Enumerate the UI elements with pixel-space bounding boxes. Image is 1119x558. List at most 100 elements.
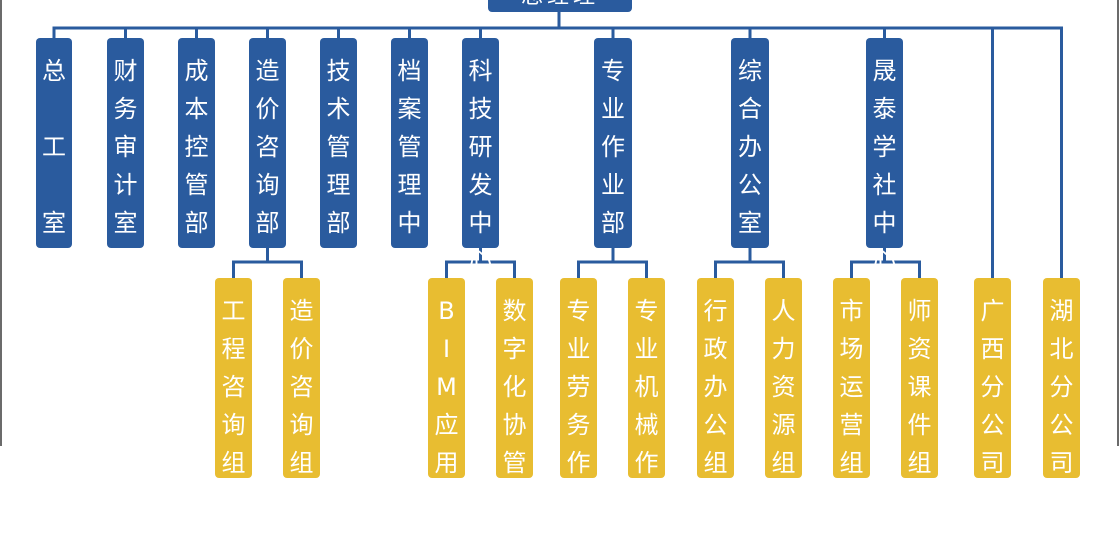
node-char: 心 <box>468 247 493 275</box>
node-char: 字 <box>502 335 527 363</box>
node-char: 询 <box>289 411 314 439</box>
node-char: 专 <box>566 297 591 325</box>
node-char: 控 <box>184 133 209 161</box>
sub-unit-node-s1: 工程咨询组 <box>215 278 252 478</box>
node-char: 场 <box>839 335 864 363</box>
node-char: 作 <box>601 133 625 161</box>
node-char: 案 <box>397 95 422 123</box>
node-char: 技 <box>326 57 351 85</box>
node-char: 部 <box>326 209 351 237</box>
department-node-d1: 总工室 <box>36 38 72 248</box>
node-char: 研 <box>468 133 493 161</box>
node-char: 成 <box>184 57 209 85</box>
node-char: 专 <box>601 57 625 85</box>
node-char: 心 <box>397 247 422 275</box>
node-char: 公 <box>1049 411 1074 439</box>
node-char: 人 <box>771 297 796 325</box>
department-node-d10: 晟泰学社中心 <box>866 38 903 275</box>
sub-unit-node-s5: 专业劳务作业队 <box>560 278 597 553</box>
department-node-d4: 造价咨询部 <box>249 38 286 248</box>
node-char: 管 <box>184 171 209 199</box>
node-char: 业 <box>566 335 591 363</box>
node-char: I <box>442 335 451 363</box>
node-char: 分 <box>1049 373 1074 401</box>
node-char: 专 <box>634 297 659 325</box>
node-char: 技 <box>468 95 493 123</box>
department-node-d5: 技术管理部 <box>320 38 357 248</box>
node-char: 司 <box>1049 449 1074 477</box>
node-char: 价 <box>255 95 280 123</box>
node-char: 咨 <box>289 373 314 401</box>
sub-unit-node-s9: 市场运营组 <box>833 278 870 478</box>
node-char: 营 <box>839 411 864 439</box>
node-char: 部 <box>601 209 625 237</box>
node-char: 造 <box>255 57 280 85</box>
sub-unit-node-s8: 人力资源组 <box>765 278 802 478</box>
node-char: 市 <box>839 297 864 325</box>
node-char: 财 <box>113 57 138 85</box>
node-char: 协 <box>502 411 527 439</box>
node-char: 社 <box>872 171 897 199</box>
department-node-d7: 科技研发中心 <box>462 38 499 275</box>
node-char: 源 <box>771 411 796 439</box>
node-char: 发 <box>468 171 493 199</box>
node-char: 组 <box>434 487 459 515</box>
node-char: 分 <box>980 373 1005 401</box>
node-char: 组 <box>289 449 314 477</box>
node-char: 化 <box>502 373 527 401</box>
node-char: 队 <box>566 525 591 553</box>
sub-unit-node-s7: 行政办公组 <box>697 278 734 478</box>
node-char: 业 <box>634 335 659 363</box>
node-char: 综 <box>738 57 762 85</box>
node-char: 队 <box>634 525 659 553</box>
node-char: 合 <box>738 95 762 123</box>
node-char: 本 <box>184 95 209 123</box>
node-char: 学 <box>872 133 897 161</box>
sub-unit-node-s11: 广西分公司 <box>974 278 1011 478</box>
node-char: 务 <box>113 95 138 123</box>
node-char: 西 <box>980 335 1005 363</box>
node-char: 组 <box>907 449 932 477</box>
node-char: 组 <box>839 449 864 477</box>
node-char: 询 <box>255 171 280 199</box>
node-char: B <box>438 297 455 325</box>
node-char: 作 <box>566 449 591 477</box>
node-char: 部 <box>255 209 280 237</box>
department-node-d9: 综合办公室 <box>731 38 769 248</box>
node-char: 机 <box>634 373 659 401</box>
node-char: 部 <box>502 487 527 515</box>
department-node-d6: 档案管理中心 <box>391 38 428 275</box>
node-char: 室 <box>738 209 762 237</box>
node-char: 部 <box>184 209 209 237</box>
node-char: 科 <box>468 57 493 85</box>
sub-unit-node-s12: 湖北分公司 <box>1043 278 1080 478</box>
node-char: 理 <box>397 171 422 199</box>
department-node-d2: 财务审计室 <box>107 38 144 248</box>
node-char: 总 <box>42 57 66 85</box>
node-char: 资 <box>771 373 796 401</box>
sub-unit-node-s4: 数字化协管部 <box>496 278 533 515</box>
root-node-general-manager: 总经理 <box>488 0 632 12</box>
node-char: 中 <box>872 209 897 237</box>
node-char: 湖 <box>1049 297 1074 325</box>
node-char: 务 <box>566 411 591 439</box>
node-char: 程 <box>221 335 246 363</box>
node-char: 业 <box>634 487 659 515</box>
node-char: 课 <box>907 373 932 401</box>
node-char: 劳 <box>566 373 591 401</box>
node-char: 公 <box>703 411 728 439</box>
node-char: 咨 <box>255 133 280 161</box>
node-char: 中 <box>397 209 422 237</box>
node-char: 计 <box>113 171 138 199</box>
node-char: 应 <box>434 411 459 439</box>
node-char: M <box>436 373 457 401</box>
node-char: 北 <box>1049 335 1074 363</box>
node-char: 资 <box>907 335 932 363</box>
node-char: 组 <box>221 449 246 477</box>
department-node-d3: 成本控管部 <box>178 38 215 248</box>
node-char: 档 <box>397 57 422 85</box>
node-char: 中 <box>468 209 493 237</box>
node-char: 司 <box>980 449 1005 477</box>
node-char: 组 <box>771 449 796 477</box>
